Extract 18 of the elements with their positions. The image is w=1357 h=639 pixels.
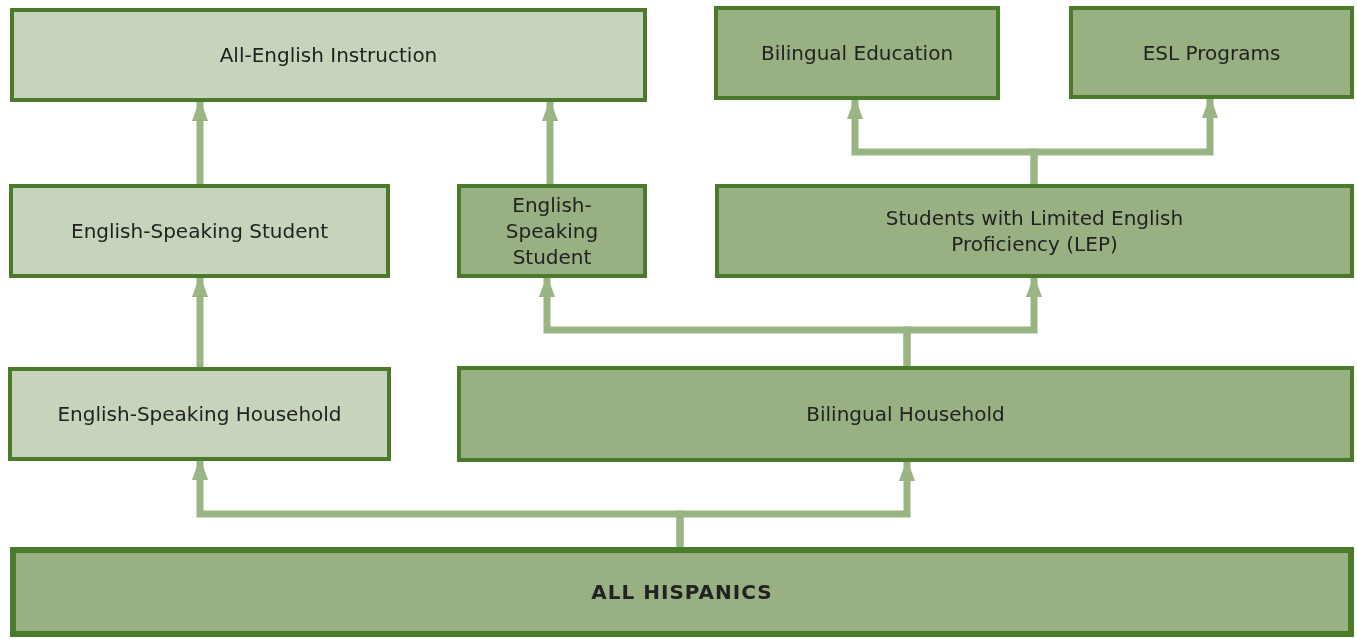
category-box <box>10 547 1354 637</box>
box-label: English-Speaking Household <box>57 401 342 427</box>
box-label: Bilingual Household <box>806 401 1005 427</box>
category-box <box>457 366 1354 462</box>
category-box <box>9 184 390 278</box>
category-box <box>714 6 1000 100</box>
box-label: Students with Limited English Proficiency (LEP) <box>884 205 1185 257</box>
box-label: English-Speaking Student <box>71 218 328 244</box>
box-label: ESL Programs <box>1142 39 1281 66</box>
category-box <box>715 184 1354 278</box>
category-box <box>457 184 647 278</box>
box-label: Bilingual Education <box>760 40 954 66</box>
category-box <box>10 8 647 102</box>
category-box <box>8 367 391 461</box>
category-box <box>1069 6 1354 99</box>
box-label: English-Speaking Student <box>504 192 600 270</box>
box-label: ALL HISPANICS <box>591 579 773 605</box>
box-label: All-English Instruction <box>219 42 438 68</box>
